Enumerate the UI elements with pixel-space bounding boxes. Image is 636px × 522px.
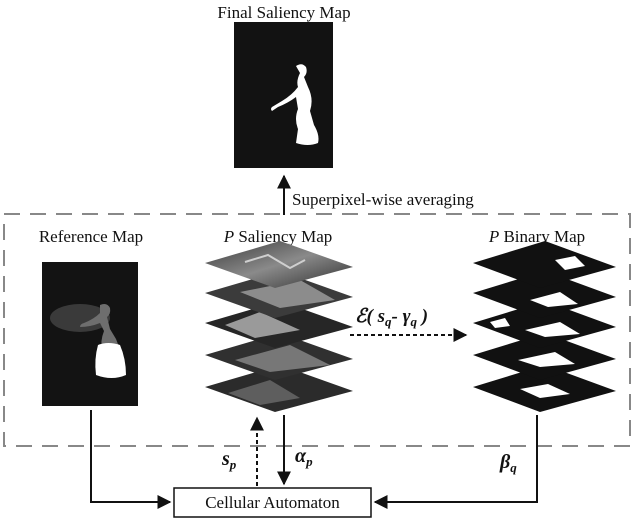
final-map-title: Final Saliency Map [217,3,350,22]
saliency-map-title: P Saliency Map [223,227,333,246]
alpha-label: αp [295,445,313,469]
binary-layer-stack [473,241,616,412]
binary-map-title: P Binary Map [488,227,585,246]
binary-to-automaton-arrow [373,415,538,509]
averaging-label: Superpixel-wise averaging [292,190,474,209]
cellular-automaton-box [173,487,372,518]
cellular-automaton-label: Cellular Automaton [205,493,340,512]
threshold-formula: ℰ( sq- γq ) [355,306,428,329]
final-saliency-image [234,22,333,168]
processing-frame [3,213,631,447]
reference-map-image [42,262,138,406]
sp-label: sp [221,448,237,472]
saliency-layer-stack [205,241,353,412]
reference-to-automaton-arrow [90,410,172,509]
beta-label: βq [499,451,517,475]
reference-map-title: Reference Map [39,227,143,246]
